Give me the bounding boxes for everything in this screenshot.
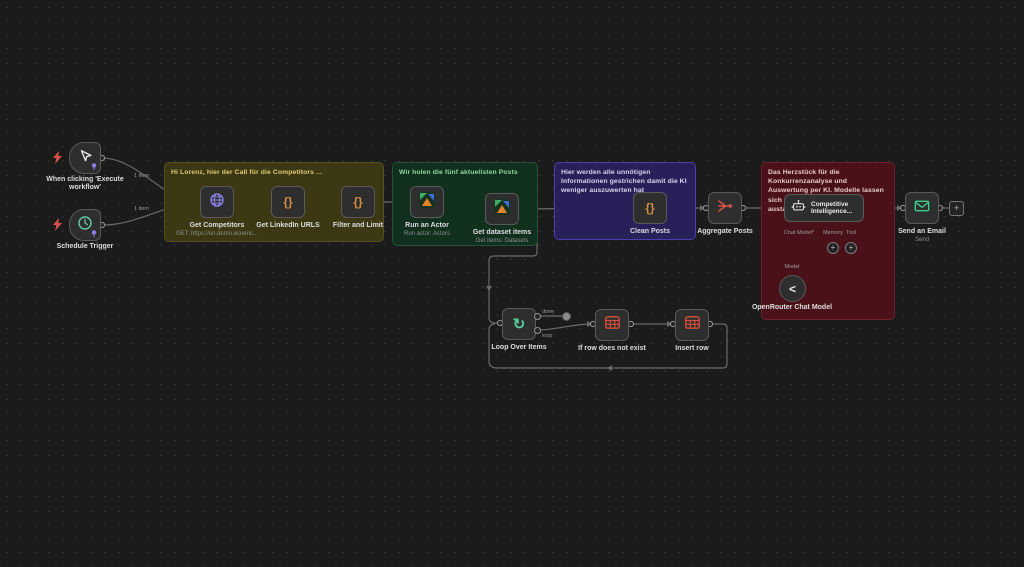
node-label: Loop Over Items bbox=[491, 344, 547, 351]
agent-tool-connector-label: Tool bbox=[845, 230, 857, 236]
node-loop-over-items[interactable]: ↻ bbox=[502, 308, 536, 340]
model-connector-label: Model bbox=[784, 264, 800, 270]
node-label: Clean Posts bbox=[629, 228, 671, 235]
node-label: Get dataset items bbox=[472, 229, 532, 236]
node-clean-posts[interactable]: {} bbox=[633, 192, 667, 224]
apify-icon bbox=[419, 191, 435, 213]
done-endpoint-dot[interactable] bbox=[562, 312, 571, 321]
add-memory-button[interactable]: + bbox=[827, 242, 839, 254]
node-subtitle: GET: https://sn.demo.ecoenc... bbox=[175, 231, 259, 237]
node-aggregate-posts[interactable] bbox=[708, 192, 742, 224]
node-label: Run an Actor bbox=[405, 222, 449, 229]
node-if-row-does-not-exist[interactable] bbox=[595, 309, 629, 341]
node-schedule-trigger[interactable] bbox=[69, 209, 101, 241]
robot-icon bbox=[791, 198, 806, 218]
edge-items-label: 1 item bbox=[134, 206, 149, 212]
node-subtitle: Get items: Datasets bbox=[475, 238, 529, 244]
done-output-label: done bbox=[542, 309, 555, 315]
node-filter-and-limit[interactable]: {} bbox=[341, 186, 375, 218]
node-label: Aggregate Posts bbox=[697, 228, 753, 235]
add-tool-button[interactable]: + bbox=[845, 242, 857, 254]
sticky-note-text: Wir holen die fünf aktuellsten Posts bbox=[399, 169, 518, 176]
loop-loop-output-port[interactable] bbox=[534, 327, 541, 334]
node-get-dataset-items[interactable] bbox=[485, 193, 519, 225]
sticky-note-clean[interactable]: Hier werden alle unnötigen Informationen… bbox=[554, 162, 696, 240]
node-ai-agent[interactable]: Competitive Intelligence... bbox=[784, 194, 864, 222]
node-label: Filter and Limit bbox=[332, 222, 384, 229]
loop-done-output-port[interactable] bbox=[534, 313, 541, 320]
node-label: Competitive Intelligence... bbox=[811, 200, 853, 215]
node-manual-trigger[interactable] bbox=[69, 142, 101, 174]
node-label: Send an Email bbox=[898, 228, 946, 235]
code-braces-icon: {} bbox=[353, 195, 363, 209]
edge-items-label: 1 item bbox=[134, 173, 149, 179]
code-braces-icon: {} bbox=[283, 195, 293, 209]
trigger-bolt-icon bbox=[53, 218, 62, 236]
clock-icon bbox=[77, 215, 93, 236]
node-subtitle: Run actor: Actors bbox=[403, 231, 451, 237]
node-run-an-actor[interactable] bbox=[410, 186, 444, 218]
agent-chat-model-connector-label: Chat Model* bbox=[783, 230, 815, 236]
node-label: OpenRouter Chat Model bbox=[751, 304, 833, 311]
node-label: Schedule Trigger bbox=[56, 243, 114, 250]
node-label: Insert row bbox=[675, 345, 709, 352]
cursor-icon bbox=[78, 149, 92, 168]
node-label: If row does not exist bbox=[578, 345, 646, 352]
table-icon bbox=[604, 316, 620, 334]
node-label: When clicking 'Execute workflow' bbox=[46, 176, 124, 192]
node-subtitle: Send bbox=[914, 237, 929, 243]
node-get-linkedin-urls[interactable]: {} bbox=[271, 186, 305, 218]
openrouter-icon: < bbox=[788, 281, 796, 296]
node-openrouter-chat-model[interactable]: < bbox=[779, 275, 806, 302]
node-label: Get LinkedIn URLS bbox=[256, 222, 320, 229]
node-get-competitors[interactable] bbox=[200, 186, 234, 218]
loop-output-label: loop bbox=[542, 333, 553, 339]
pinned-data-icon bbox=[91, 163, 97, 172]
envelope-icon bbox=[914, 199, 930, 218]
sticky-note-text: Hier werden alle unnötigen Informationen… bbox=[561, 169, 687, 195]
pinned-data-icon bbox=[91, 230, 97, 239]
apify-icon bbox=[494, 198, 510, 220]
loop-icon: ↻ bbox=[512, 315, 526, 333]
trigger-bolt-icon bbox=[53, 151, 62, 169]
node-label: Get Competitors bbox=[189, 222, 245, 229]
agent-memory-connector-label: Memory bbox=[823, 230, 843, 236]
node-send-an-email[interactable] bbox=[905, 192, 939, 224]
aggregate-icon bbox=[717, 199, 733, 218]
table-icon bbox=[684, 316, 700, 334]
sticky-note-text: Hi Lorenz, hier der Call für die Competi… bbox=[171, 169, 322, 176]
add-node-button[interactable]: + bbox=[949, 201, 964, 216]
code-braces-icon: {} bbox=[645, 201, 655, 215]
node-insert-row[interactable] bbox=[675, 309, 709, 341]
globe-icon bbox=[209, 192, 225, 213]
